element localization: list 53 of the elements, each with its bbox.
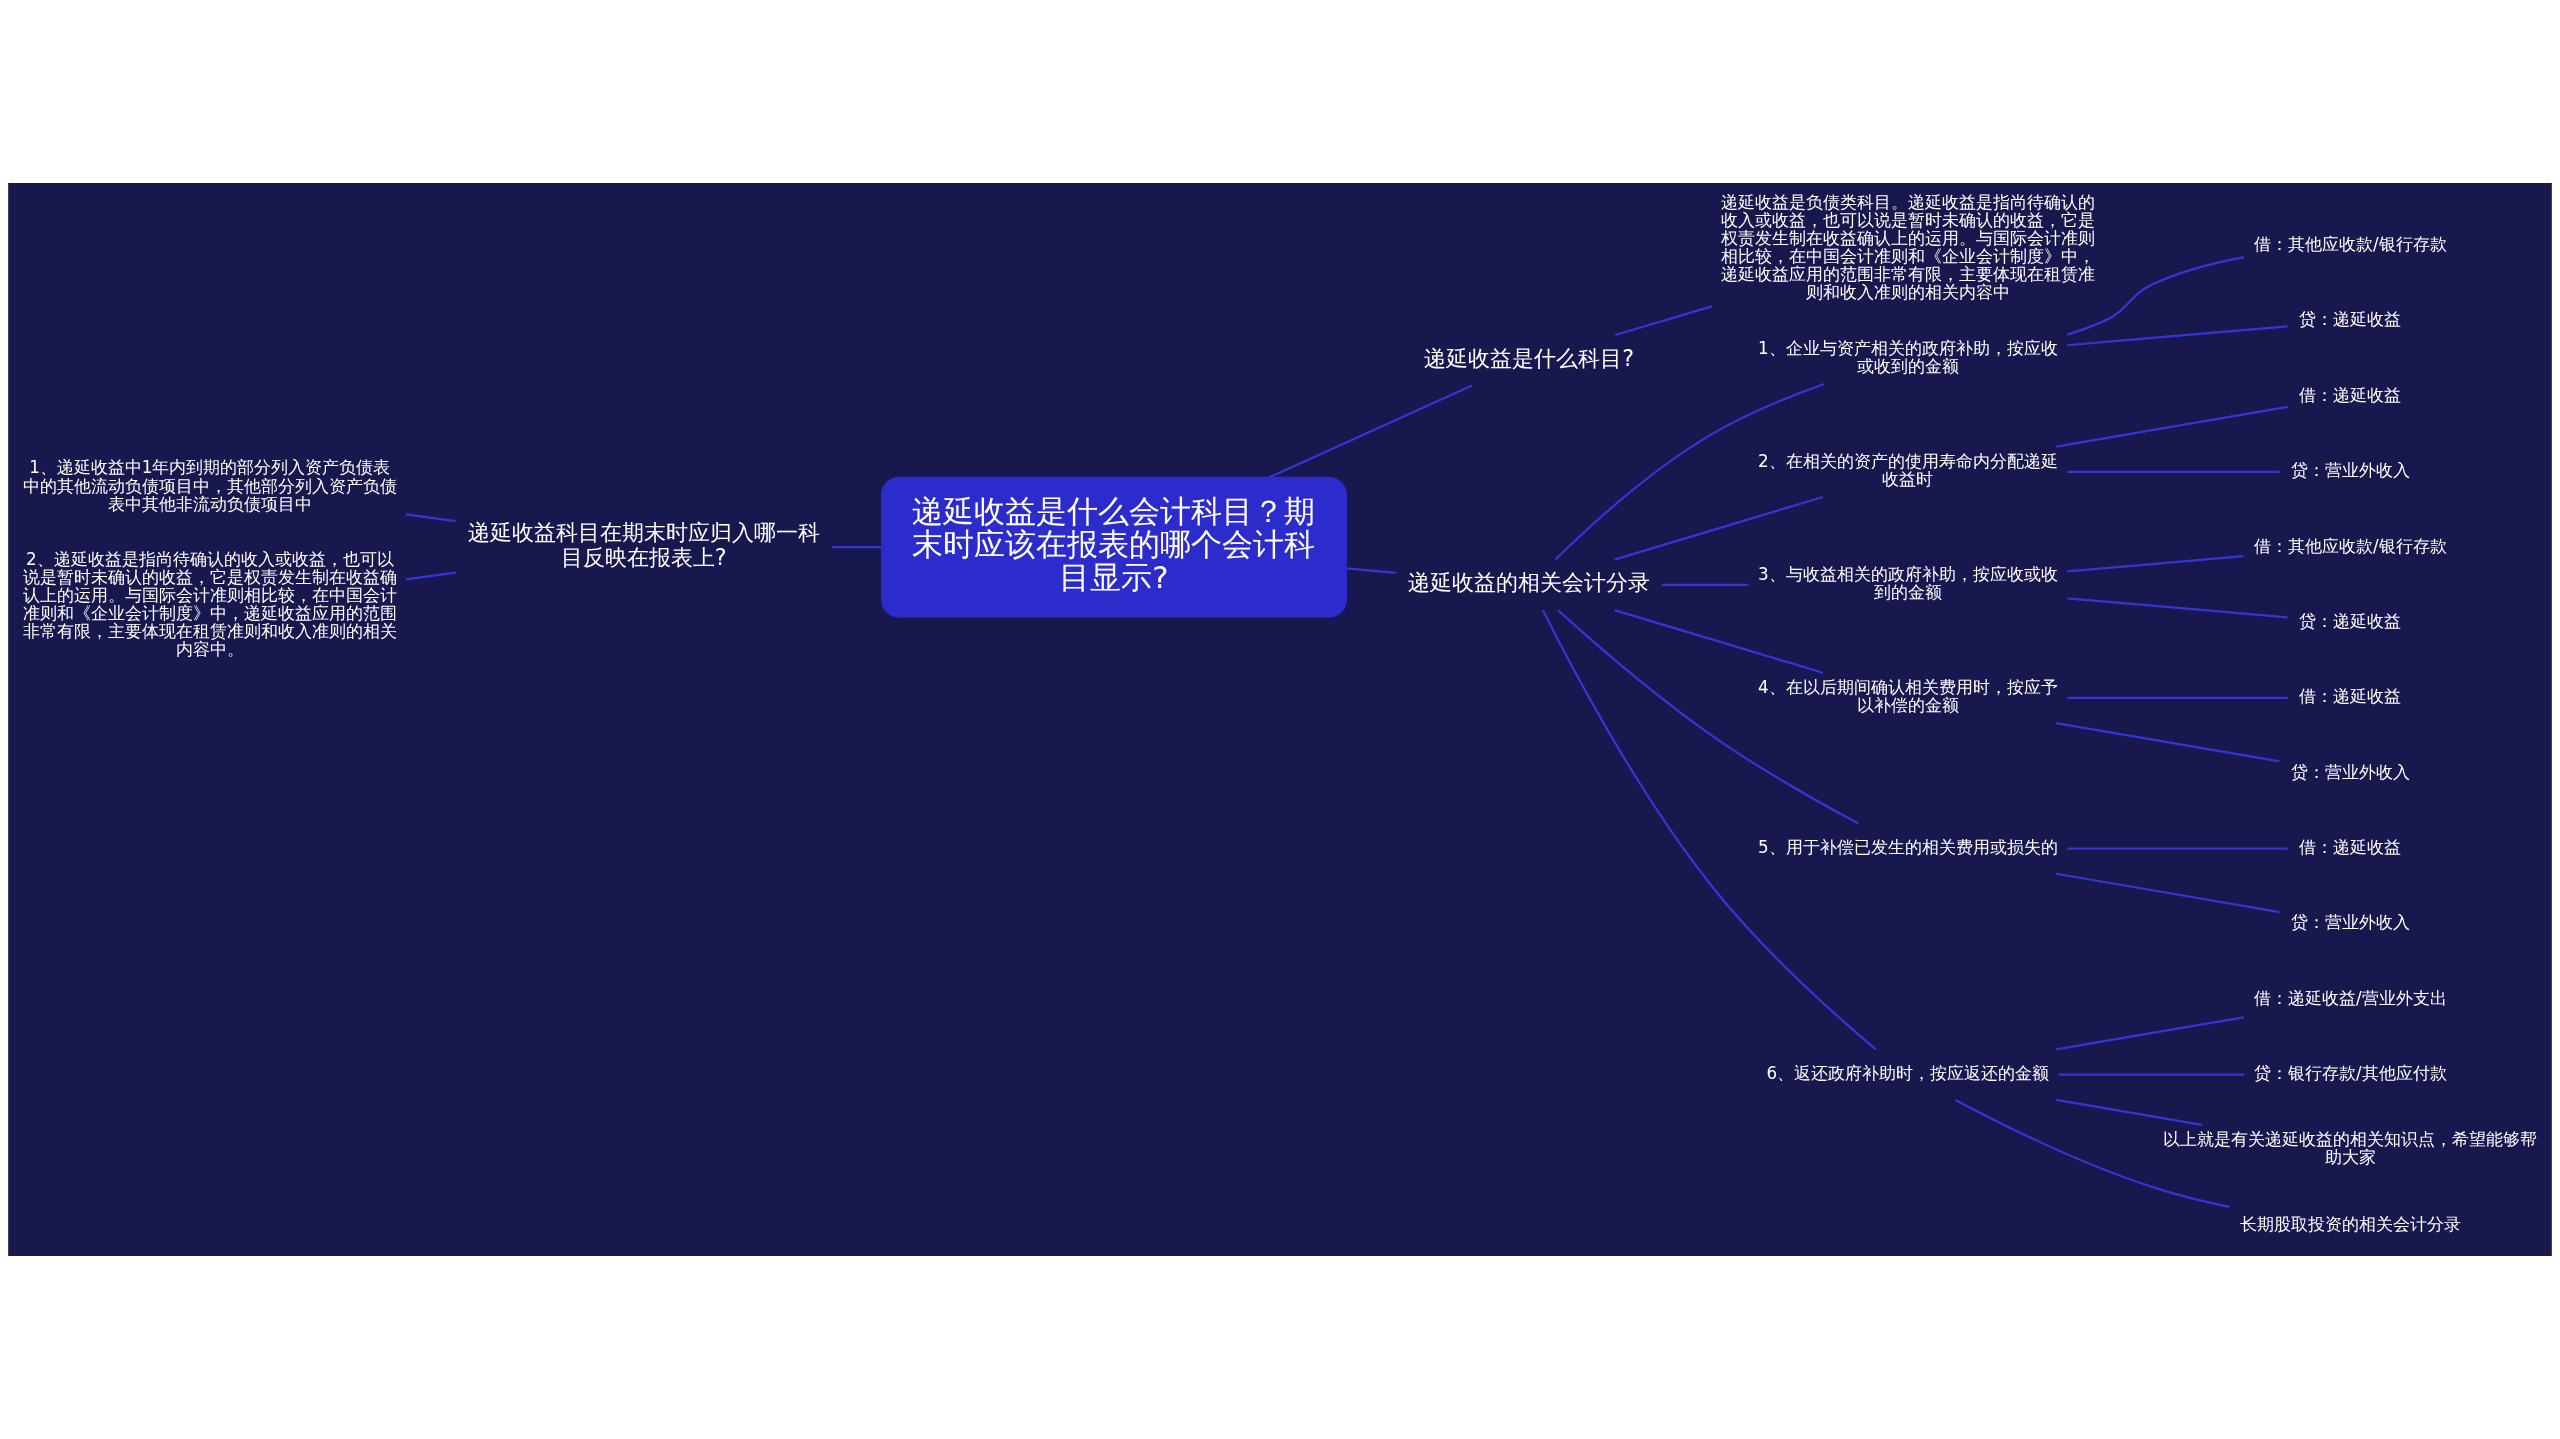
node-text: 6、返还政府补助时，按应返还的金额 xyxy=(1766,1062,2050,1083)
connector xyxy=(1614,609,1824,674)
connector xyxy=(2067,597,2288,619)
connector xyxy=(2067,256,2245,336)
node-text: 借：递延收益/营业外支出 xyxy=(2253,987,2447,1008)
node-text: 长期股取投资的相关会计分录 xyxy=(2239,1213,2461,1234)
connector xyxy=(1554,382,1825,561)
node-text: 贷：银行存款/其他应付款 xyxy=(2253,1062,2447,1083)
node-text: 2、递延收益是指尚待确认的收入或收益，也可以说是暂时未确认的收益，它是权责发生制在收益确认上的运用。与国际会计准则相比较，在中国会计准则和《企业会计制度》中，递延收益应用的范围非常有限，主要体现在租赁准则和收入准则的相关内容中。 xyxy=(22,548,397,660)
node-text: 贷：营业外收入 xyxy=(2290,761,2410,782)
connector xyxy=(2067,470,2280,473)
node-text: 以上就是有关递延收益的相关知识点，希望能够帮助大家 xyxy=(2163,1129,2538,1168)
node-text: 贷：递延收益 xyxy=(2299,309,2402,330)
connector xyxy=(1662,583,1749,586)
node-text: 借：其他应收款/银行存款 xyxy=(2253,234,2447,255)
connector xyxy=(2067,325,2288,347)
connector xyxy=(1557,609,1859,825)
connector xyxy=(2056,1098,2203,1126)
connector xyxy=(1615,305,1713,337)
node-text: 借：递延收益 xyxy=(2299,686,2402,707)
node-text: 借：递延收益 xyxy=(2299,384,2402,405)
node-text: 贷：递延收益 xyxy=(2299,610,2402,631)
connector xyxy=(405,513,456,523)
connector xyxy=(2056,872,2280,914)
node-text: 借：递延收益 xyxy=(2299,836,2402,857)
connector xyxy=(1614,495,1824,561)
connector xyxy=(405,571,456,581)
connector xyxy=(2067,696,2288,699)
node-text: 递延收益的相关会计分录 xyxy=(1408,569,1651,596)
node-text: 递延收益科目在期末时应归入哪一科目反映在报表上? xyxy=(467,518,820,571)
node-box: 递延收益是什么会计科目？期末时应该在报表的哪个会计科目显示? xyxy=(880,476,1347,618)
node-text: 3、与收益相关的政府补助，按应收或收到的金额 xyxy=(1758,564,2058,603)
connector xyxy=(1269,384,1473,479)
node-text: 贷：营业外收入 xyxy=(2290,460,2410,481)
node-text: 5、用于补偿已发生的相关费用或损失的 xyxy=(1758,836,2058,857)
connector xyxy=(1954,1098,2230,1208)
node-text: 1、递延收益中1年内到期的部分列入资产负债表中的其他流动负债项目中，其他部分列入资产负债表中其他非流动负债项目中 xyxy=(22,457,397,514)
node-text: 4、在以后期间确认相关费用时，按应予以补偿的金额 xyxy=(1758,677,2058,716)
connector xyxy=(2056,721,2280,763)
node-text: 递延收益是什么科目? xyxy=(1424,344,1634,371)
node-text: 2、在相关的资产的使用寿命内分配递延收益时 xyxy=(1758,451,2058,490)
node-text: 递延收益是负债类科目。递延收益是指尚待确认的收入或收益，也可以说是暂时未确认的收益，它是权责发生制在收益确认上的运用。与国际会计准则相比较，在中国会计准则和《企业会计制度》中，递延收益应用的范围非常有限，主要体现在租赁准则和收入准则的相关内容中 xyxy=(1720,191,2095,303)
node-text: 借：其他应收款/银行存款 xyxy=(2253,535,2447,556)
node-text: 贷：营业外收入 xyxy=(2290,912,2410,933)
connector xyxy=(2058,1073,2245,1076)
connector xyxy=(2067,555,2244,573)
connector xyxy=(1541,609,1877,1051)
node-text: 1、企业与资产相关的政府补助，按应收或收到的金额 xyxy=(1758,338,2058,377)
connector xyxy=(2067,847,2288,850)
connector xyxy=(2056,405,2288,448)
connector xyxy=(1346,567,1397,574)
connector xyxy=(831,546,882,549)
connector xyxy=(2056,1016,2244,1051)
